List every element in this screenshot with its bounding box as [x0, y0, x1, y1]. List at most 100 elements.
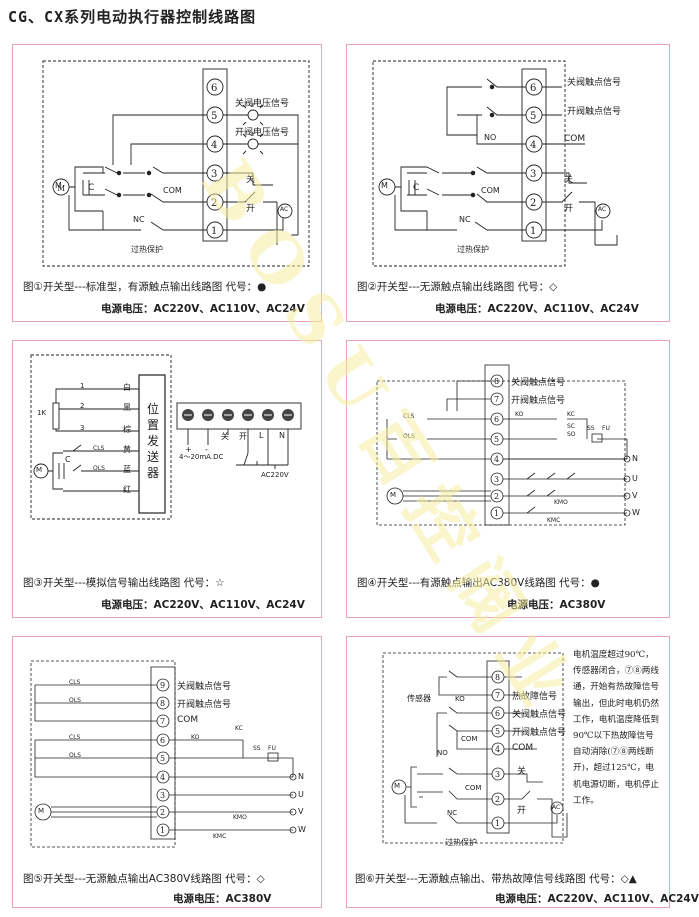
ols-label-5b: OLS	[69, 752, 81, 759]
svg-text:1: 1	[211, 226, 217, 237]
close-label-3: 关	[221, 432, 229, 441]
wire-num-3: 3	[80, 424, 85, 432]
open-voltage-signal-label: 开阀电压信号	[235, 128, 290, 138]
cls-label-3: CLS	[93, 445, 105, 452]
svg-text:6: 6	[495, 709, 500, 718]
svg-text:2: 2	[160, 808, 165, 817]
wire-num-2: 2	[80, 402, 85, 410]
signal-range-label: 4～20mA.DC	[179, 453, 224, 461]
cls-label-5a: CLS	[69, 679, 81, 686]
close-contact-label-5: 关阀触点信号	[177, 682, 232, 692]
open-label-2: 开	[564, 204, 574, 214]
n-label-4: N	[632, 454, 638, 463]
so-label-4: SO	[567, 431, 576, 438]
position-sender-label: 位置发送器	[146, 402, 159, 480]
ss-label-4: SS	[587, 425, 595, 432]
no-label-6: NO	[437, 749, 448, 757]
com-label-6c: COM	[465, 784, 482, 792]
com-label-6b: COM	[461, 735, 478, 743]
cls-label-4: CLS	[403, 413, 415, 420]
svg-text:3: 3	[494, 475, 499, 484]
terminal-3: 3	[206, 164, 224, 182]
overheat-label-6: 过热保护	[445, 838, 477, 847]
ac220-label: AC220V	[261, 471, 289, 479]
com-label-2b: COM	[481, 186, 500, 195]
power-1: 电源电压：AC220V、AC110V、AC24V	[101, 303, 305, 315]
power-5: 电源电压：AC380V	[173, 893, 272, 905]
svg-text:M: M	[57, 184, 65, 193]
svg-text:6: 6	[160, 736, 165, 745]
sensor-label: 传感器	[407, 694, 431, 703]
ko-label-5: KO	[191, 734, 200, 741]
fu-label-4: FU	[602, 425, 610, 432]
close-contact-label-6: 关阀触点信号	[512, 710, 567, 720]
n-label-5: N	[298, 772, 304, 781]
kc-label-5: KC	[235, 725, 243, 732]
ols-label-4: OLS	[403, 433, 415, 440]
com-label: COM	[163, 186, 182, 195]
wiring-diagram-4: 8 7 6 5 4 3 2 1	[376, 364, 631, 526]
nc-label-2: NC	[459, 215, 471, 224]
wire-num-1: 1	[80, 382, 85, 390]
svg-text:1: 1	[494, 509, 499, 518]
open-contact-label-6: 开阀触点信号	[512, 728, 567, 738]
diagram-panel-2: 6 5 4 3 2 1 关阀触点信号 开阀触点信号 COM NO 关 开 AC …	[346, 44, 670, 322]
ols-label-3: OLS	[93, 465, 105, 472]
svg-text:5: 5	[494, 435, 499, 444]
v-label-4: V	[632, 491, 638, 500]
svg-text:6: 6	[494, 415, 499, 424]
wire-white: 白	[123, 383, 131, 392]
ss-label-5: SS	[253, 745, 261, 752]
diagram-panel-3: 1 2 3 1K 白 黑 棕 黄 蓝 红 CLS OLS M C 位置发送器 +…	[12, 340, 322, 618]
svg-text:5: 5	[211, 111, 217, 122]
ko-label-4: KO	[515, 411, 524, 418]
n-label: N	[279, 431, 285, 440]
kc-label-4: KC	[567, 411, 575, 418]
svg-text:1: 1	[160, 826, 165, 835]
diagram-panel-4: 8 7 6 5 4 3 2 1 关阀触点信号 开阀触点信号 CLS OLS KO…	[346, 340, 670, 618]
svg-text:7: 7	[160, 717, 165, 726]
cls-label-5b: CLS	[69, 734, 81, 741]
open-label-6: 开	[517, 806, 527, 816]
close-label-2: 关	[564, 175, 574, 185]
terminal-2: 2	[206, 193, 224, 211]
svg-text:2: 2	[494, 492, 499, 501]
svg-text:3: 3	[495, 770, 500, 779]
motor-label-3: M	[36, 466, 43, 474]
u-label-4: U	[632, 474, 638, 483]
power-2: 电源电压：AC220V、AC110V、AC24V	[435, 303, 639, 315]
sc-label-4: SC	[567, 423, 575, 430]
caption-2: 图②开关型---无源触点输出线路图 代号：◇	[357, 281, 558, 293]
ko-label-6: KO	[455, 695, 465, 703]
close-voltage-signal-label: 关阀电压信号	[235, 99, 290, 109]
capacitor-label-2: C	[413, 183, 420, 193]
svg-text:9: 9	[160, 681, 165, 690]
svg-text:5: 5	[160, 754, 165, 763]
open-label: 开	[246, 204, 256, 214]
ac-label-2: AC	[598, 206, 607, 213]
com-label-6: COM	[512, 743, 534, 753]
close-contact-label: 关阀触点信号	[567, 78, 622, 88]
wire-yellow: 黄	[123, 445, 131, 454]
svg-text:6: 6	[211, 83, 217, 94]
plus-label: +	[185, 445, 192, 454]
wiring-diagram-6: 8 7 6 5 4 3 2 1	[382, 652, 568, 844]
caption-3: 图③开关型---模拟信号输出线路图 代号：☆	[23, 577, 225, 589]
kmc-label-4: KMC	[547, 517, 561, 524]
v-label-5: V	[298, 807, 304, 816]
wiring-diagram-5: 9 8 7 6 5 4 3 2 1	[30, 660, 297, 848]
close-label: 关	[246, 175, 256, 185]
nc-label-6: NC	[447, 809, 458, 817]
ac-label: AC	[280, 206, 289, 213]
svg-text:4: 4	[160, 773, 165, 782]
wiring-diagram-2: 6 5 4 3 2 1	[372, 60, 618, 267]
close-contact-label-4: 关阀触点信号	[511, 378, 566, 388]
close-label-6: 关	[517, 767, 527, 777]
com-label-2: COM	[564, 134, 586, 144]
motor-label-5: M	[38, 807, 45, 815]
svg-text:4: 4	[211, 140, 217, 151]
w-label-5: W	[298, 825, 306, 834]
power-6: 电源电压：AC220V、AC110V、AC24V	[495, 893, 699, 905]
motor-label: M	[55, 181, 62, 190]
power-4: 电源电压：AC380V	[507, 599, 606, 611]
